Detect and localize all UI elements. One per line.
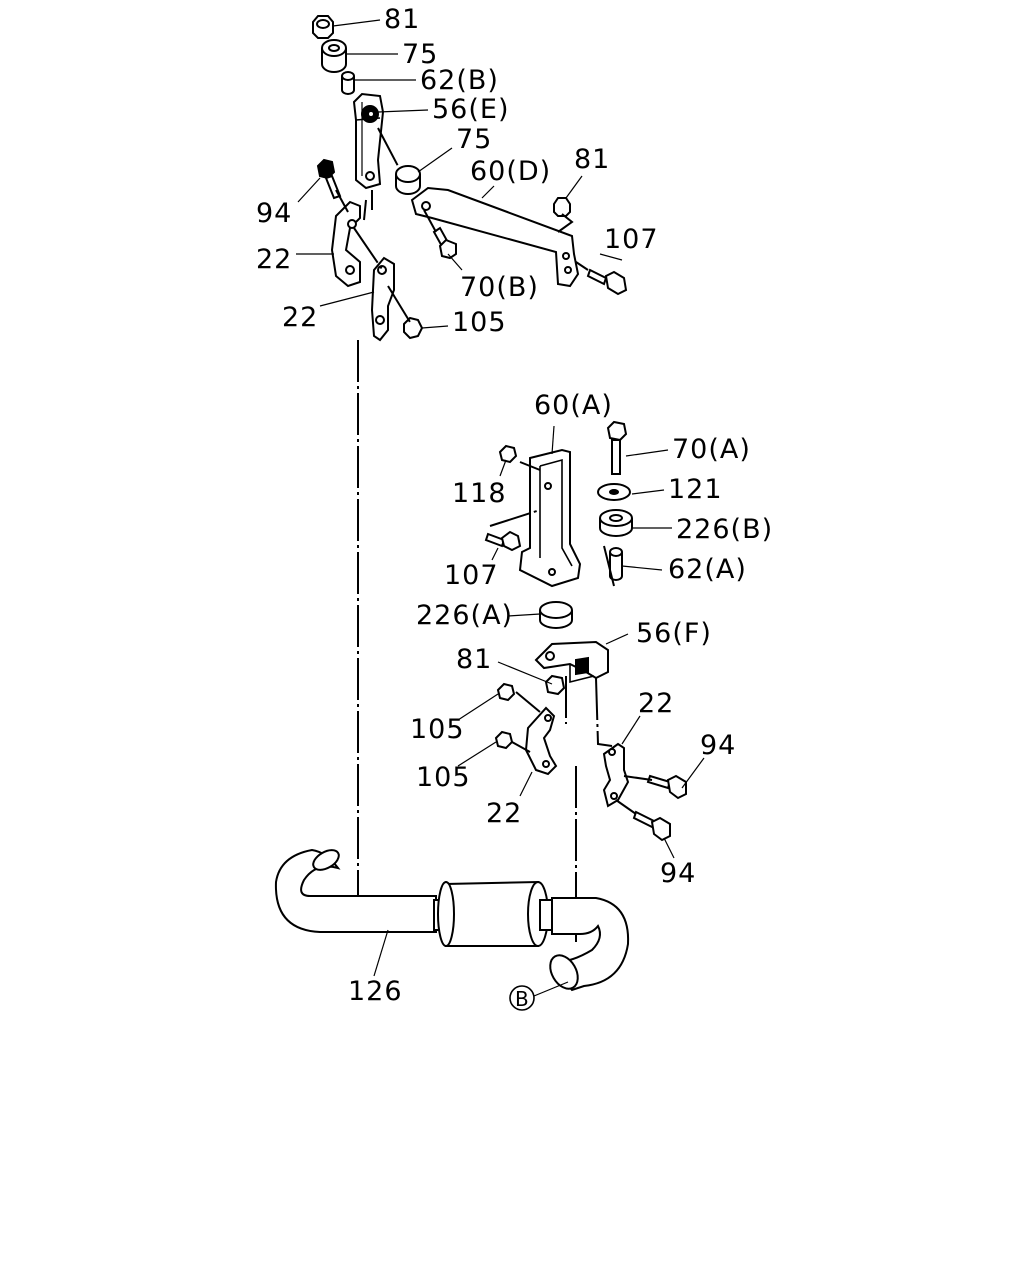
bushing-75-mid bbox=[395, 165, 421, 195]
leader-lines bbox=[296, 19, 705, 997]
callout-62a: 62(A) bbox=[668, 554, 747, 585]
nut-118 bbox=[498, 444, 518, 464]
callout-226b: 226(B) bbox=[676, 514, 773, 545]
clamp-22-a bbox=[330, 200, 361, 288]
nut-81-right bbox=[553, 197, 571, 217]
exhaust-pipe-126 bbox=[274, 848, 630, 992]
clamp-22-d bbox=[602, 742, 630, 808]
bracket-60d bbox=[410, 186, 580, 288]
bushing-75-top bbox=[321, 39, 347, 73]
callout-121: 121 bbox=[668, 474, 723, 505]
callout-70a: 70(A) bbox=[672, 434, 751, 465]
callout-62b: 62(B) bbox=[420, 65, 499, 96]
callout-70b: 70(B) bbox=[460, 272, 539, 303]
callout-81-top: 81 bbox=[384, 4, 420, 35]
callout-94-top: 94 bbox=[256, 198, 292, 229]
callout-94-c: 94 bbox=[660, 858, 696, 889]
bushing-226b bbox=[599, 509, 633, 537]
callout-22-c: 22 bbox=[638, 688, 674, 719]
collar-62b bbox=[341, 71, 355, 95]
callout-56f: 56(F) bbox=[636, 618, 712, 649]
callout-22-d: 22 bbox=[486, 798, 522, 829]
clamp-22-c bbox=[524, 706, 558, 776]
clamp-22-b bbox=[370, 256, 395, 342]
reference-b-marker: B bbox=[509, 985, 535, 1011]
bracket-60a bbox=[518, 448, 582, 588]
bolt-70b bbox=[432, 226, 457, 260]
callout-126: 126 bbox=[348, 976, 403, 1007]
nut-105-a bbox=[496, 682, 516, 702]
callout-94-b: 94 bbox=[700, 730, 736, 761]
callout-226a: 226(A) bbox=[416, 600, 513, 631]
nut-81-top bbox=[312, 15, 334, 39]
callout-118: 118 bbox=[452, 478, 507, 509]
bolt-94-c bbox=[632, 810, 671, 842]
callout-22-a: 22 bbox=[256, 244, 292, 275]
callout-107-top: 107 bbox=[604, 224, 659, 255]
bolt-107-mid bbox=[484, 530, 522, 552]
bushing-226a bbox=[539, 601, 573, 629]
nut-105-b bbox=[494, 730, 514, 750]
nut-105-top bbox=[403, 316, 424, 340]
callout-105-b: 105 bbox=[416, 762, 471, 793]
bolt-94-b bbox=[646, 774, 687, 800]
callout-75-mid: 75 bbox=[456, 124, 492, 155]
collar-62a bbox=[609, 547, 623, 581]
callout-107-mid: 107 bbox=[444, 560, 499, 591]
nut-81-mid bbox=[544, 674, 566, 696]
bolt-107-top bbox=[586, 268, 628, 296]
callout-75-top: 75 bbox=[402, 39, 438, 70]
washer-121 bbox=[597, 483, 631, 501]
callout-22-b: 22 bbox=[282, 302, 318, 333]
callout-105-a: 105 bbox=[410, 714, 465, 745]
bolt-70a bbox=[606, 420, 628, 475]
callout-60a: 60(A) bbox=[534, 390, 613, 421]
callout-105-top: 105 bbox=[452, 307, 507, 338]
callout-81-right: 81 bbox=[574, 144, 610, 175]
callout-81-mid: 81 bbox=[456, 644, 492, 675]
callout-60d: 60(D) bbox=[470, 156, 551, 187]
bracket-56f bbox=[534, 640, 609, 684]
reference-b-label: B bbox=[515, 987, 529, 1011]
bracket-56e bbox=[352, 92, 385, 190]
callout-56e: 56(E) bbox=[432, 94, 509, 125]
